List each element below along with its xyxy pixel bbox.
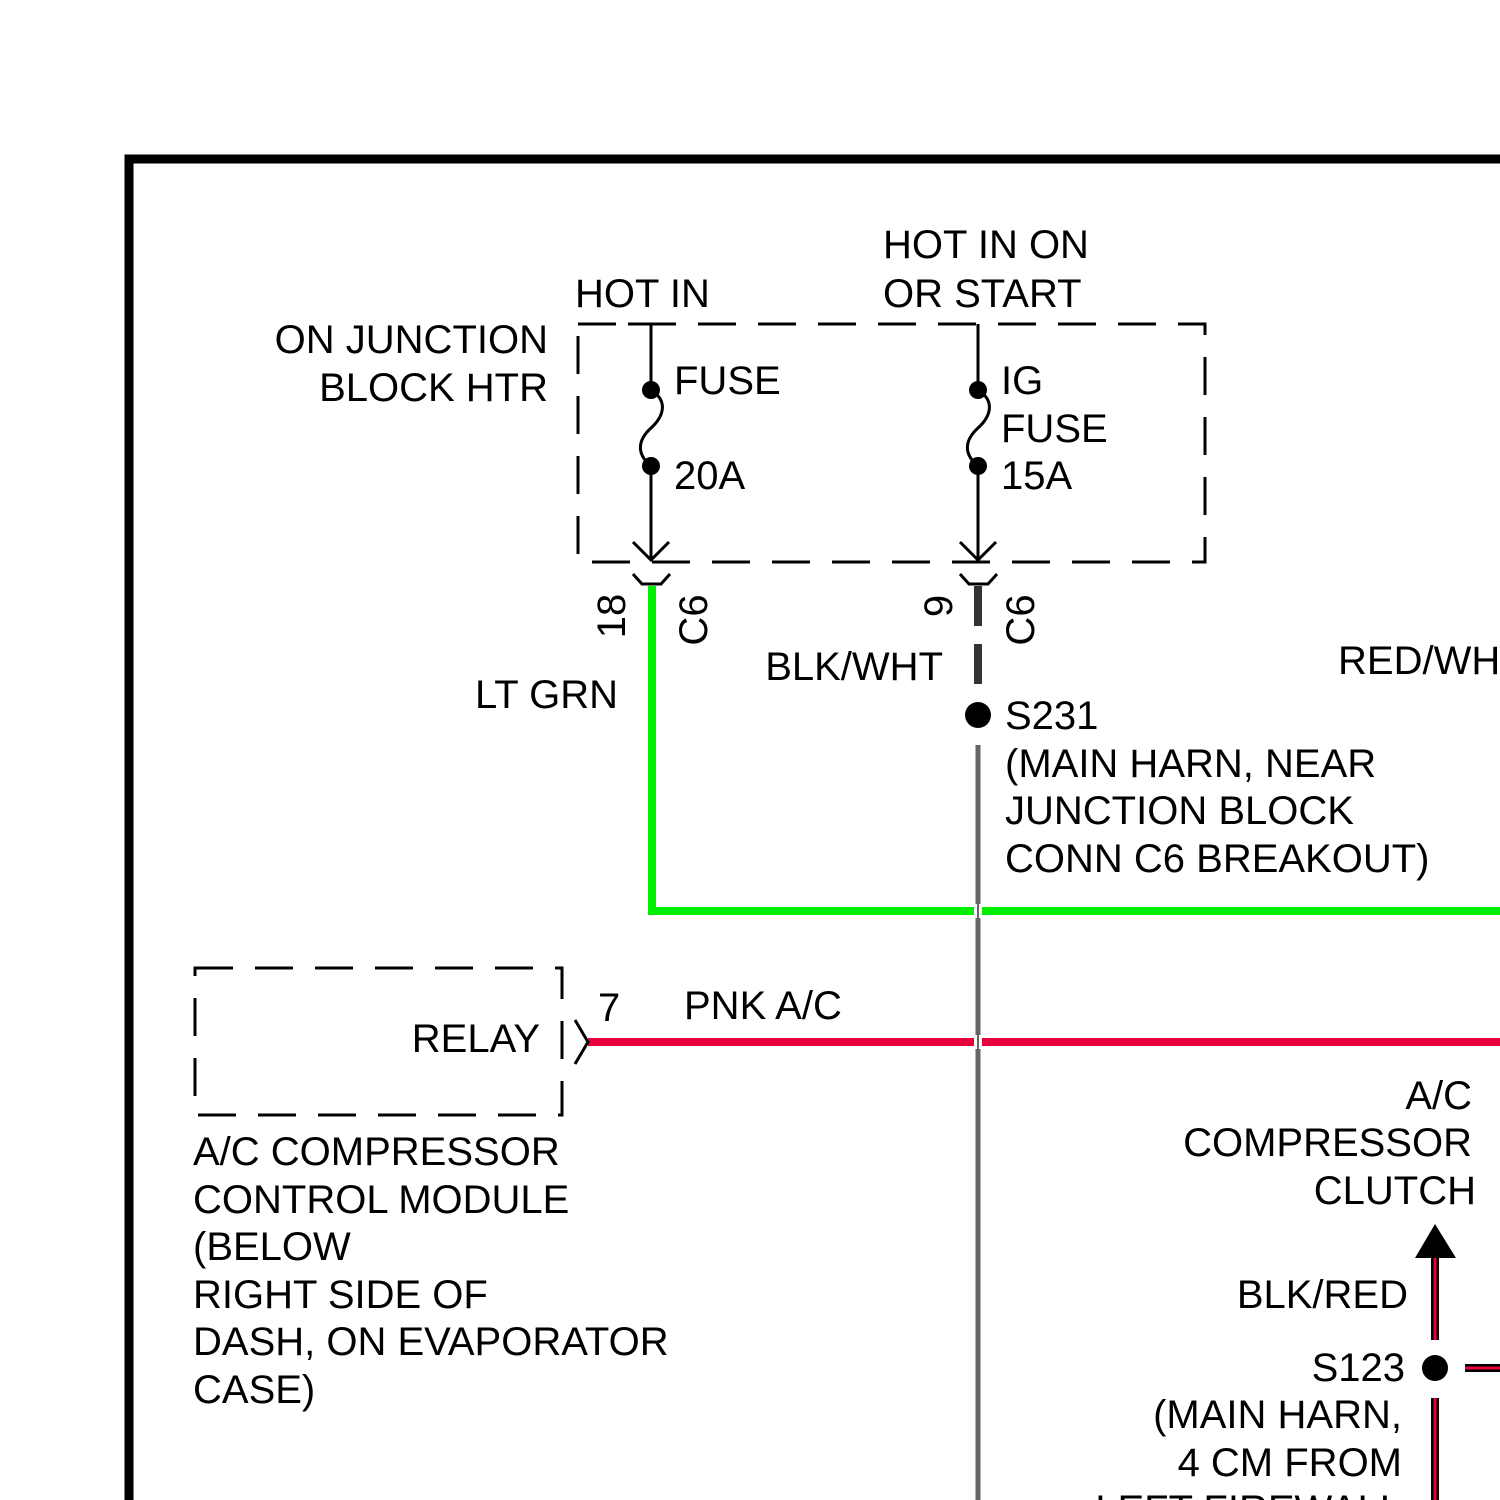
junction-block-box (578, 324, 1205, 562)
fuse-right-label: FUSE (1001, 407, 1108, 451)
ig-fuse-15a-symbol (960, 324, 997, 584)
s123-description-line1: (MAIN HARN, (1153, 1393, 1402, 1437)
pnk-ac-wire-label: PNK A/C (684, 984, 842, 1028)
fuse-right-amperage: 15A (1001, 454, 1072, 498)
s123-label: S123 (1312, 1346, 1405, 1390)
blk-wht-wire-label: BLK/WHT (765, 645, 943, 689)
splice-s123-dot (1422, 1355, 1448, 1381)
lt-grn-wire-label: LT GRN (475, 673, 618, 717)
module-label-line6: CASE) (193, 1368, 315, 1412)
splice-s231-dot (965, 702, 991, 728)
ig-label: IG (1001, 359, 1043, 403)
module-label-line1: A/C COMPRESSOR (193, 1130, 560, 1174)
module-label-line3: (BELOW (193, 1225, 351, 1269)
junction-block-label-line1: ON JUNCTION (275, 318, 548, 362)
relay-connector-bracket (575, 1020, 588, 1064)
connector-c6-right-label: C6 (999, 594, 1043, 645)
module-label-line4: RIGHT SIDE OF (193, 1273, 488, 1317)
s123-description-line3: LEFT FIREWALL (1095, 1488, 1402, 1500)
fuse-left-label: FUSE (674, 359, 781, 403)
s231-description-line3: CONN C6 BREAKOUT) (1005, 837, 1430, 881)
pin-7-label: 7 (598, 986, 620, 1030)
s123-description-line2: 4 CM FROM (1178, 1441, 1402, 1485)
hot-in-label: HOT IN (575, 272, 710, 316)
clutch-label-line1: A/C (1405, 1074, 1472, 1118)
module-label-line5: DASH, ON EVAPORATOR (193, 1320, 669, 1364)
fuse-20a-symbol (628, 324, 670, 584)
clutch-arrow-icon (1415, 1224, 1456, 1258)
blk-red-wire-label: BLK/RED (1237, 1273, 1408, 1317)
pin-18-label: 18 (590, 594, 634, 639)
s231-description-line2: JUNCTION BLOCK (1005, 789, 1354, 833)
s231-description-line1: (MAIN HARN, NEAR (1005, 742, 1376, 786)
connector-c6-left-label: C6 (672, 594, 716, 645)
clutch-label-line2: COMPRESSOR (1183, 1121, 1472, 1165)
s231-label: S231 (1005, 694, 1098, 738)
hot-in-on-label-line2: OR START (883, 272, 1082, 316)
junction-block-label-line2: BLOCK HTR (319, 366, 548, 410)
pin-9-label: 9 (917, 595, 961, 617)
hot-in-on-label-line1: HOT IN ON (883, 223, 1089, 267)
module-label-line2: CONTROL MODULE (193, 1178, 569, 1222)
relay-label: RELAY (412, 1017, 540, 1061)
fuse-left-amperage: 20A (674, 454, 745, 498)
red-wh-wire-label: RED/WH (1338, 639, 1500, 683)
clutch-label-line3: CLUTCH (1314, 1169, 1476, 1213)
